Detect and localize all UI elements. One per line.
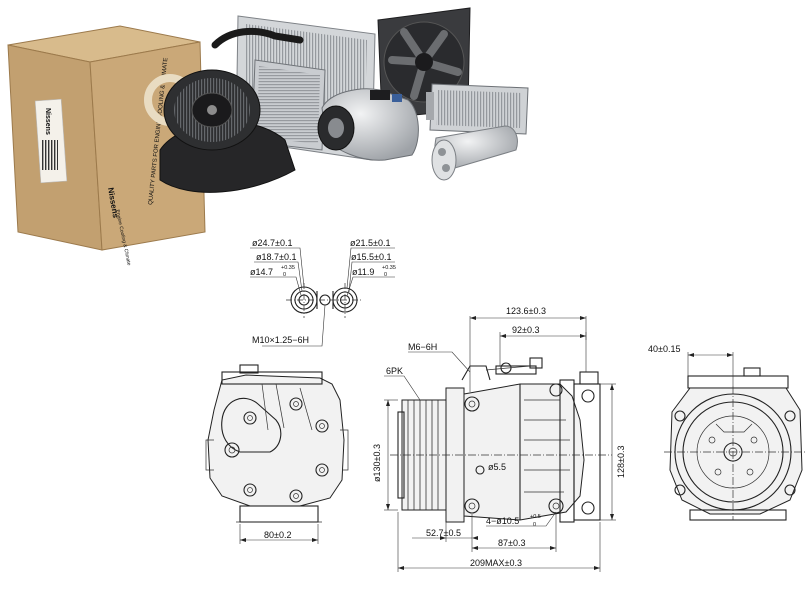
front-view: 80±0.2 <box>205 364 349 544</box>
dim-side-209: 209MAX±0.3 <box>470 558 522 568</box>
box-brand-side: Nissens <box>44 108 51 135</box>
dim-rear-40: 40±0.15 <box>648 344 680 354</box>
dim-left-outer: ø24.7±0.1 <box>252 238 292 248</box>
compressor-body <box>463 383 585 521</box>
dim-side-52-7: 52.7±0.5 <box>426 528 461 538</box>
dim-side-130: ø130±0.3 <box>372 444 382 482</box>
dim-side-123-6: 123.6±0.3 <box>506 306 546 316</box>
rear-view: 40±0.15 <box>648 344 806 521</box>
dim-side-holes: 4−ø10.5 <box>486 516 519 526</box>
dim-side-5-5: ø5.5 <box>488 462 506 472</box>
heater-core <box>426 83 529 135</box>
side-view: ø5.5 123.6±0.3 92±0.3 M6−6H 6PK ø130±0.3 <box>372 306 626 572</box>
dim-right-inner: ø11.9 <box>352 267 374 277</box>
barcode <box>42 140 58 170</box>
dim-side-holes-tol: +0.5 <box>530 514 541 520</box>
port-detail: ø24.7±0.1 ø18.7±0.1 ø14.7 +0.35 0 ø21.5±… <box>250 238 396 347</box>
dim-side-holes-tol2: 0 <box>533 522 536 528</box>
dim-thread: M10×1.25−6H <box>252 335 309 345</box>
dim-left-mid: ø18.7±0.1 <box>256 252 296 262</box>
evaporator <box>251 59 326 151</box>
product-photo: QUALITY PARTS FOR ENGINE COOLING & CLIMA… <box>7 7 529 266</box>
receiver-drier <box>431 125 518 181</box>
dim-left-inner-tol2: 0 <box>283 272 286 278</box>
blower-motor <box>159 69 296 193</box>
ac-compressor <box>317 88 419 161</box>
dim-side-92: 92±0.3 <box>512 325 539 335</box>
dim-side-128: 128±0.3 <box>616 446 626 478</box>
dim-side-6pk: 6PK <box>386 366 403 376</box>
dim-side-87: 87±0.3 <box>498 538 525 548</box>
dim-right-inner-tol: +0.35 <box>382 265 396 271</box>
dim-left-inner-tol: +0.35 <box>281 265 295 271</box>
front-view-bolts <box>243 397 329 503</box>
dim-right-outer: ø21.5±0.1 <box>350 238 390 248</box>
dim-right-mid: ø15.5±0.1 <box>351 252 391 262</box>
dim-left-inner: ø14.7 <box>250 267 273 277</box>
dim-front-80: 80±0.2 <box>264 530 291 540</box>
dim-side-m6: M6−6H <box>408 342 437 352</box>
dim-right-inner-tol2: 0 <box>384 272 387 278</box>
